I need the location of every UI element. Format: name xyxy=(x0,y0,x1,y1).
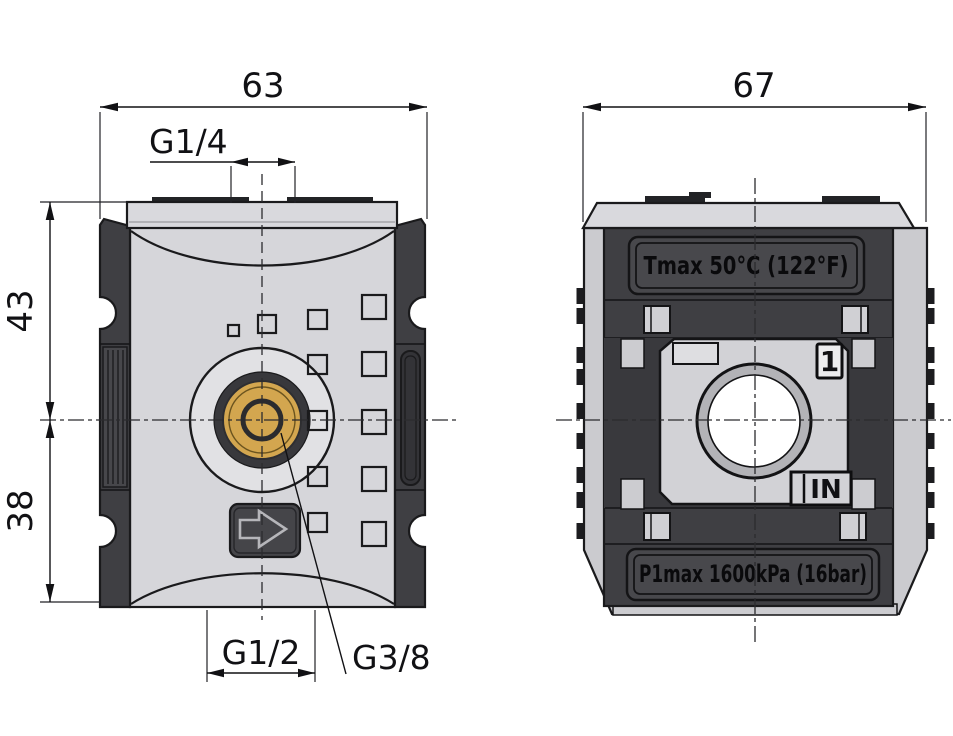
front-cap-tab-right xyxy=(287,197,373,204)
side-top-cap xyxy=(581,192,916,230)
dimension-overall-width-front: 63 xyxy=(99,66,428,219)
pattern-square xyxy=(360,520,388,548)
side-lower-clips xyxy=(643,512,867,541)
dimension-lower-height: 38 xyxy=(1,420,100,603)
dimension-bottom-port: G1/2 xyxy=(206,610,316,682)
front-right-flange xyxy=(393,217,427,609)
dimension-overall-width-side: 67 xyxy=(582,66,927,222)
inlet-marking-badge: IN xyxy=(789,470,853,507)
pattern-square xyxy=(360,465,388,493)
temperature-rating-plate: Tmax 50°C (122°F) xyxy=(627,235,866,296)
pattern-square xyxy=(306,511,329,534)
dim-g38-label: G3/8 xyxy=(352,638,431,677)
flow-direction-button xyxy=(228,502,302,559)
pressure-rating-text: P1max 1600kPa (16bar) xyxy=(639,560,867,588)
pattern-square xyxy=(306,353,329,376)
dim-63-label: 63 xyxy=(241,66,284,106)
pattern-square xyxy=(360,293,388,321)
side-view: Tmax 50°C (122°F) 1 xyxy=(556,178,951,644)
dim-43-label: 43 xyxy=(1,289,41,332)
pressure-rating-plate: P1max 1600kPa (16bar) xyxy=(625,547,881,602)
dim-67-label: 67 xyxy=(732,66,775,106)
callout-gauge-port: G3/8 xyxy=(280,432,431,677)
pattern-square xyxy=(360,350,388,378)
port-bore xyxy=(695,362,813,480)
flow-direction-arrow-icon xyxy=(238,508,289,550)
dimension-upper-height: 43 xyxy=(1,201,127,420)
gauge-port-leader-line xyxy=(280,432,347,675)
side-right-panel xyxy=(889,226,929,616)
temperature-rating-text: Tmax 50°C (122°F) xyxy=(644,251,849,280)
front-cap-tab-left xyxy=(152,197,249,204)
inlet-marking-text: IN xyxy=(810,475,841,505)
side-edge-ribs xyxy=(576,288,935,539)
port-number-text: 1 xyxy=(820,345,839,378)
front-view xyxy=(40,174,457,620)
side-upper-clips xyxy=(643,305,869,334)
port-bore-hole xyxy=(707,374,801,468)
blank-label-recess xyxy=(672,342,719,365)
dim-38-label: 38 xyxy=(1,489,41,532)
pattern-square xyxy=(360,408,388,436)
dim-g12-label: G1/2 xyxy=(222,633,301,672)
recess-corner-channels xyxy=(620,338,876,510)
front-left-flange xyxy=(98,217,132,609)
pattern-square xyxy=(226,323,241,338)
pattern-square xyxy=(256,313,278,335)
side-port-plate: 1 IN xyxy=(658,337,853,507)
port-number-badge: 1 xyxy=(815,342,844,380)
pattern-square xyxy=(306,308,329,331)
dim-g14-label: G1/4 xyxy=(149,122,228,161)
pattern-square xyxy=(306,465,329,488)
dimension-top-port: G1/4 xyxy=(149,122,296,203)
